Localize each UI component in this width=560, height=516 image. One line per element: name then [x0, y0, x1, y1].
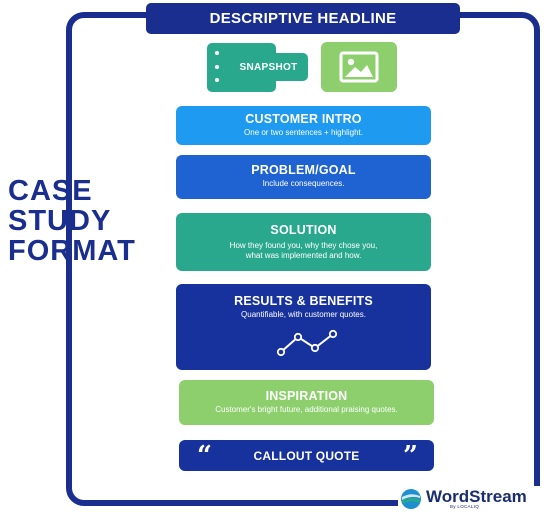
trend-line-icon	[276, 329, 338, 357]
problem-goal-title: PROBLEM/GOAL	[251, 163, 356, 177]
results-desc: Quantifiable, with customer quotes.	[241, 310, 366, 319]
format-title-line: CASE	[8, 175, 93, 207]
solution-desc-line-2: what was implemented and how.	[245, 251, 362, 260]
inspiration-box: INSPIRATION Customer's bright future, ad…	[179, 380, 434, 425]
open-quote-icon: “	[197, 441, 212, 471]
format-title-line: STUDY	[8, 205, 112, 237]
list-bullet-icon	[215, 51, 219, 55]
results-title: RESULTS & BENEFITS	[234, 294, 373, 308]
snapshot-tab: SNAPSHOT	[221, 53, 308, 81]
callout-quote-box: “ CALLOUT QUOTE ”	[179, 440, 434, 471]
image-icon	[339, 51, 379, 83]
solution-title: SOLUTION	[270, 223, 337, 237]
callout-title: CALLOUT QUOTE	[253, 448, 360, 463]
headline-bar: DESCRIPTIVE HEADLINE	[146, 3, 460, 34]
solution-box: SOLUTION How they found you, why they ch…	[176, 213, 431, 271]
format-title: CASE STUDY FORMAT	[8, 176, 168, 266]
wordstream-logo-icon	[401, 489, 421, 509]
solution-desc-line-1: How they found you, why they chose you,	[229, 241, 378, 250]
problem-goal-box: PROBLEM/GOAL Include consequences.	[176, 155, 431, 199]
inspiration-title: INSPIRATION	[265, 389, 348, 403]
snapshot-label: SNAPSHOT	[239, 61, 298, 73]
list-bullet-icon	[215, 65, 219, 69]
results-benefits-box: RESULTS & BENEFITS Quantifiable, with cu…	[176, 284, 431, 370]
wordstream-logo: WordStream By LOCALIQ	[398, 486, 540, 512]
list-bullet-icon	[215, 78, 219, 82]
format-title-line: FORMAT	[8, 235, 136, 267]
inspiration-desc: Customer's bright future, additional pra…	[215, 405, 398, 414]
logo-name: WordStream	[426, 487, 527, 506]
image-placeholder-card	[321, 42, 397, 92]
close-quote-icon: ”	[403, 441, 418, 471]
logo-subtitle: By LOCALIQ	[450, 504, 480, 509]
headline-text: DESCRIPTIVE HEADLINE	[209, 10, 397, 27]
problem-goal-desc: Include consequences.	[262, 179, 345, 188]
customer-intro-desc: One or two sentences + highlight.	[244, 128, 363, 137]
snapshot-card: SNAPSHOT	[207, 43, 308, 92]
customer-intro-title: CUSTOMER INTRO	[245, 112, 362, 126]
customer-intro-box: CUSTOMER INTRO One or two sentences + hi…	[176, 106, 431, 145]
